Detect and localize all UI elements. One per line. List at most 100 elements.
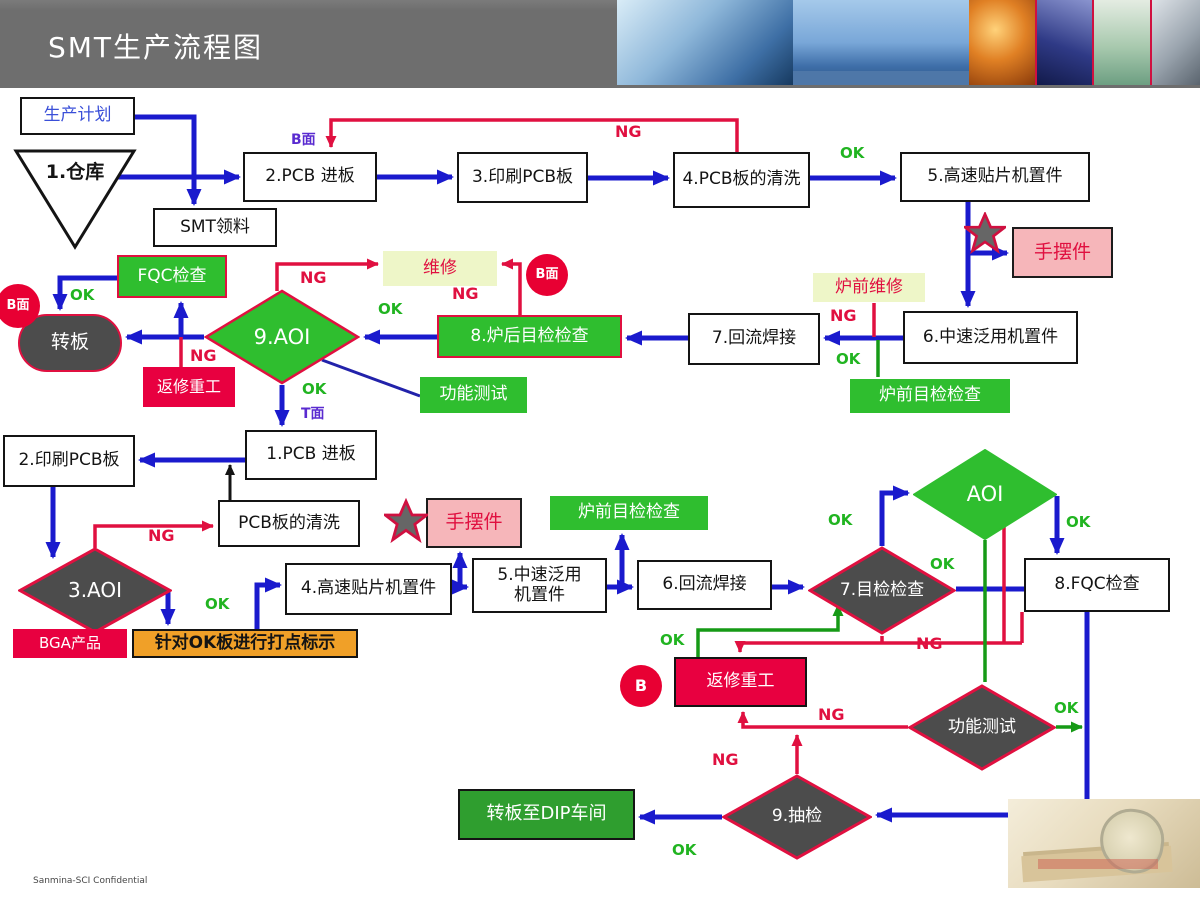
label-ok: OK: [70, 286, 95, 304]
node-label: 炉前维修: [835, 276, 903, 297]
label-ng: NG: [148, 526, 175, 545]
node-rework-1: 返修重工: [143, 367, 235, 407]
node-reflow-2: 6.回流焊接: [637, 560, 772, 610]
node-repair: 维修: [383, 251, 497, 286]
node-preoven-inspect-2: 炉前目检检查: [550, 496, 708, 530]
node-label: 返修重工: [706, 671, 775, 692]
node-transfer-to-dip: 转板至DIP车间: [458, 789, 635, 840]
photo-clock-books: [1008, 799, 1200, 888]
diamond-shape: [913, 449, 1057, 540]
label-ng: NG: [615, 122, 642, 141]
node-aoi-2: 3.AOI: [18, 547, 172, 634]
node-label: 2.PCB 进板: [265, 166, 355, 187]
node-hand-place-1: 手摆件: [1012, 227, 1113, 278]
node-label: 1.仓库: [45, 161, 105, 183]
node-label: 6.回流焊接: [662, 574, 747, 595]
node-print-pcb-2: 2.印刷PCB板: [3, 435, 135, 487]
node-visual-check: 7.目检检查: [808, 546, 956, 635]
node-highspeed-mount-2: 4.高速贴片机置件: [285, 563, 452, 615]
node-highspeed-mount-1: 5.高速贴片机置件: [900, 152, 1090, 202]
diamond-shape: [722, 774, 872, 860]
node-label: 1.PCB 进板: [266, 444, 356, 465]
node-postoven-inspect: 8.炉后目检检查: [437, 315, 622, 358]
diamond-shape: [808, 546, 956, 635]
diamond-shape: [204, 289, 360, 385]
node-smt-picking: SMT领料: [153, 208, 277, 247]
badge-label: B: [634, 675, 648, 695]
node-label: 生产计划: [43, 105, 112, 126]
label-ng: NG: [452, 284, 479, 303]
node-preoven-repair: 炉前维修: [813, 273, 925, 302]
node-label: 炉前目检检查: [578, 502, 680, 523]
label-ok: OK: [836, 350, 861, 368]
node-sample-check: 9.抽检: [722, 774, 872, 860]
label-ok: OK: [840, 144, 865, 162]
label-ok: OK: [930, 555, 955, 573]
node-label-line2: 机置件: [514, 584, 565, 605]
node-label: 2.印刷PCB板: [18, 450, 120, 471]
node-label: 功能测试: [439, 384, 508, 405]
node-label: 3.印刷PCB板: [471, 166, 573, 187]
photo-city: [793, 0, 970, 85]
node-label-line1: 5.中速泛用: [497, 564, 582, 585]
node-label: 7.回流焊接: [711, 328, 797, 349]
node-label: 8.炉后目检检查: [470, 325, 589, 346]
label-ok: OK: [1066, 513, 1091, 531]
photo-worker: [1151, 0, 1200, 85]
node-print-pcb-1: 3.印刷PCB板: [457, 152, 588, 203]
node-label: 3.AOI: [67, 578, 123, 602]
node-label: AOI: [966, 482, 1004, 507]
node-rework-2: 返修重工: [674, 657, 807, 707]
node-label: 9.抽检: [771, 806, 823, 827]
badge-b-face-mid: B面: [526, 254, 568, 296]
node-label: SMT领料: [180, 216, 250, 237]
node-fqc-2: 8.FQC检查: [1024, 558, 1170, 612]
node-label: 5.高速贴片机置件: [927, 166, 1063, 187]
label-ok: OK: [660, 631, 685, 649]
diamond-shape: [908, 684, 1056, 771]
node-bga-product: BGA产品: [13, 629, 127, 658]
node-label: FQC检查: [137, 265, 207, 286]
node-label: 返修重工: [156, 376, 221, 396]
label-ng: NG: [190, 346, 217, 365]
node-aoi-1: 9.AOI: [204, 289, 360, 385]
node-function-test-1: 功能测试: [420, 377, 527, 413]
node-label: 转板: [50, 331, 89, 354]
triangle-shape: [13, 149, 137, 250]
photo-lab: [1094, 0, 1152, 85]
label-t-face: T面: [301, 406, 325, 422]
node-label: 手摆件: [445, 511, 503, 534]
label-ok: OK: [672, 841, 697, 859]
node-label: 4.PCB板的清洗: [682, 169, 801, 190]
header-photo-strip: [617, 0, 1200, 85]
node-pcb-in-1: 2.PCB 进板: [243, 152, 377, 202]
node-label: 手摆件: [1033, 240, 1091, 263]
photo-industrial: [969, 0, 1037, 85]
node-clean-pcb-2: PCB板的清洗: [218, 500, 360, 547]
confidential-note: Sanmina-SCI Confidential: [33, 876, 148, 886]
node-label: 炉前目检检查: [879, 385, 981, 406]
node-reflow-1: 7.回流焊接: [688, 313, 820, 365]
badge-label: B面: [535, 266, 559, 282]
node-aoi-3: AOI: [913, 449, 1057, 540]
node-label: 6.中速泛用机置件: [922, 326, 1059, 347]
node-label: 9.AOI: [253, 324, 311, 349]
node-label: 4.高速贴片机置件: [300, 578, 437, 599]
node-transfer-board: 转板: [18, 314, 122, 372]
node-label: PCB板的清洗: [238, 512, 340, 533]
node-midspeed-mount-1: 6.中速泛用机置件: [903, 311, 1078, 364]
node-label: 功能测试: [948, 716, 1016, 737]
label-ok: OK: [378, 300, 403, 318]
node-fqc-1: FQC检查: [117, 255, 227, 298]
photo-handshake: [617, 0, 794, 85]
badge-label: B面: [6, 297, 30, 313]
node-label: 8.FQC检查: [1054, 574, 1140, 595]
label-ng: NG: [300, 268, 327, 287]
label-ok: OK: [1054, 699, 1079, 717]
badge-b-face-left: B面: [0, 284, 40, 328]
node-function-test-2: 功能测试: [908, 684, 1056, 771]
node-mark-ok-board: 针对OK板进行打点标示: [132, 629, 358, 658]
label-ok: OK: [205, 595, 230, 613]
